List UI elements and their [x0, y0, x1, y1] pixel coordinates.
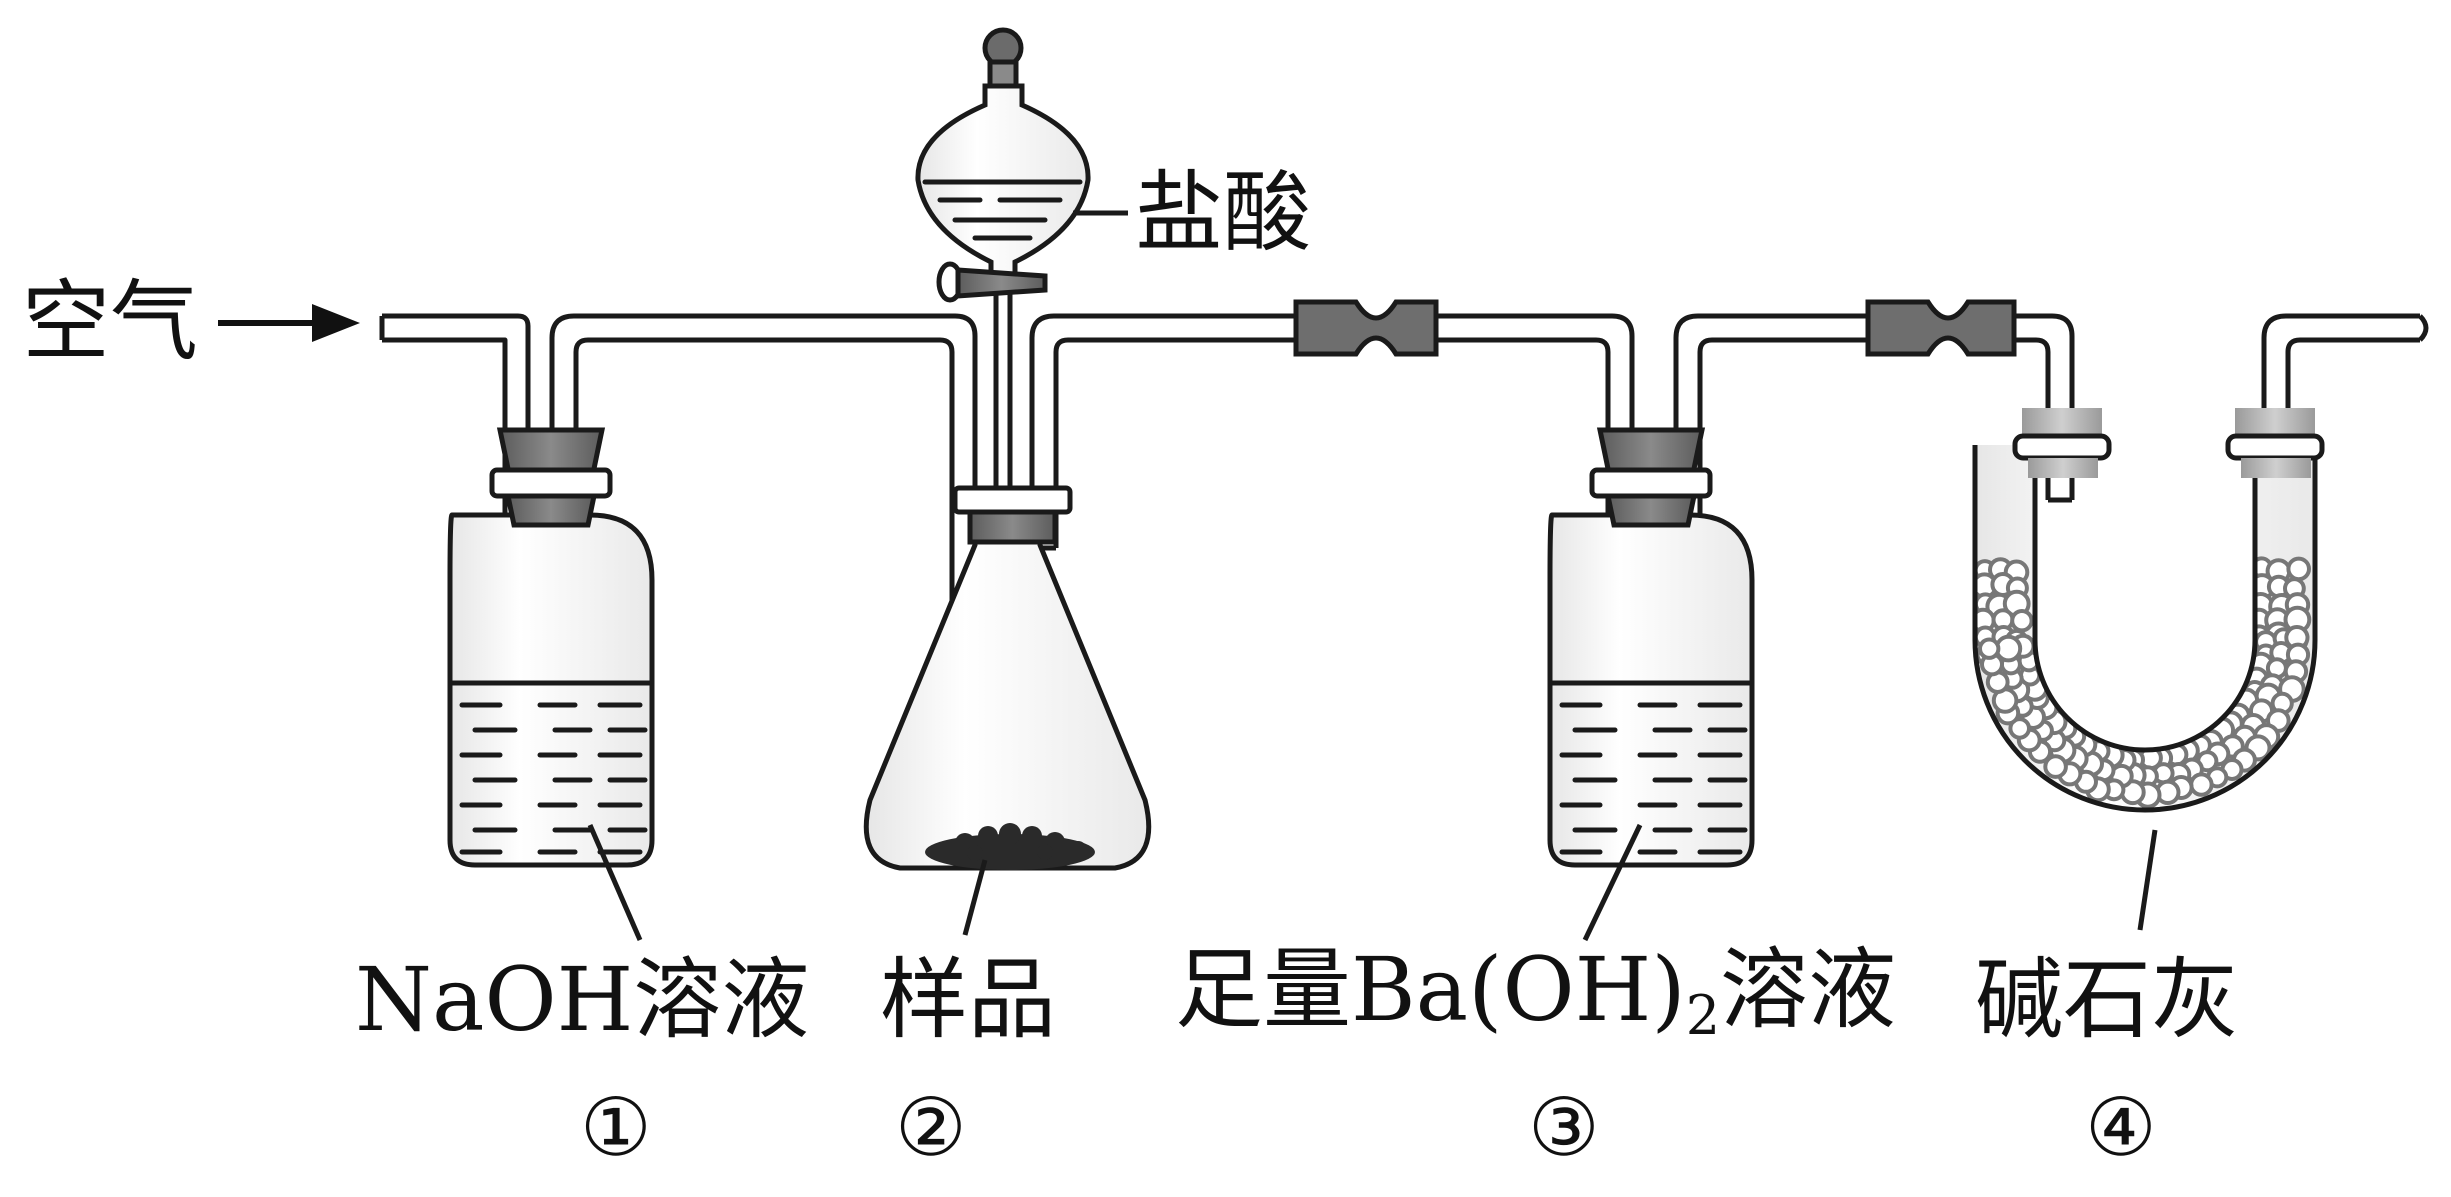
gas-washing-bottle-1: [447, 427, 655, 868]
number-3: ③: [1528, 1081, 1600, 1174]
sample-pile: [925, 823, 1095, 870]
u-tube: [1972, 408, 2325, 813]
rubber-connector-1: [1293, 299, 1439, 357]
label-baoh2-suffix: 溶液: [1720, 938, 1896, 1041]
conical-flask: [863, 485, 1152, 871]
soda-lime-pellet: [1978, 637, 2001, 660]
label-baoh2-prefix: 足量Ba(OH): [1175, 938, 1686, 1041]
label-sample: 样品: [880, 948, 1056, 1051]
label-hydrochloric-acid: 盐酸: [1135, 161, 1311, 264]
rubber-connector-2: [1865, 299, 2017, 357]
leader-lines: [587, 210, 2158, 942]
label-naoh-solution: NaOH溶液: [355, 948, 809, 1051]
label-air: 空气: [22, 270, 198, 373]
label-baoh2-subscript: 2: [1686, 984, 1720, 1047]
label-soda-lime: 碱石灰: [1975, 948, 2239, 1051]
soda-lime-pellets: [1975, 556, 2312, 809]
number-2: ②: [895, 1081, 967, 1174]
air-inlet-arrow: [218, 304, 360, 342]
number-4: ④: [2085, 1081, 2157, 1174]
soda-lime-pellet: [2043, 754, 2068, 779]
soda-lime-pellet: [2010, 609, 2034, 633]
separatory-funnel: [915, 27, 1091, 303]
gas-washing-bottle-3: [1547, 427, 1755, 868]
connecting-tubes: [379, 285, 2429, 818]
label-baoh2-solution: 足量Ba(OH)2溶液: [1175, 938, 1896, 1047]
number-1: ①: [580, 1081, 652, 1174]
soda-lime-pellet: [2189, 772, 2214, 797]
soda-lime-pellet: [2008, 717, 2031, 740]
soda-lime-pellet: [2286, 556, 2311, 582]
